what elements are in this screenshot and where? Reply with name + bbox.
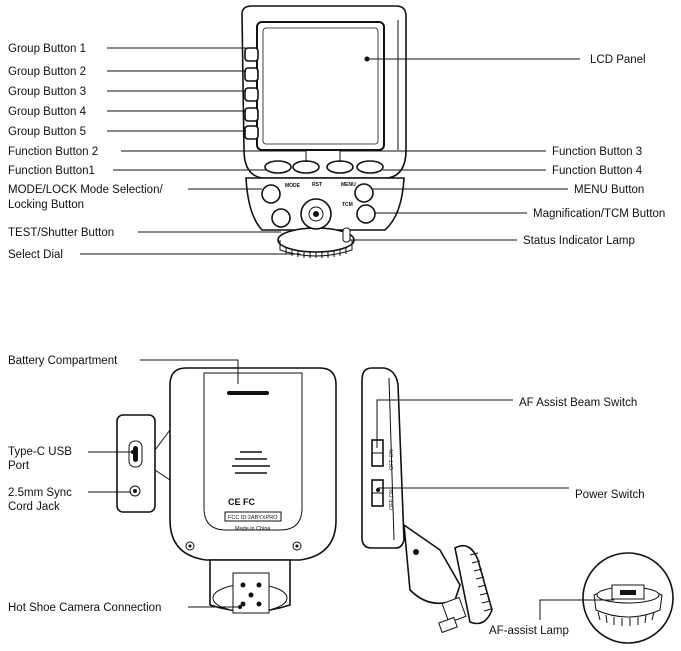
front-view: MODE RST MENU TCM <box>241 5 407 258</box>
function-button-4[interactable] <box>356 160 384 174</box>
made-in-marking: Made in China <box>235 526 271 532</box>
label-af-assist-beam-switch: AF Assist Beam Switch <box>519 397 637 409</box>
group-button-5[interactable] <box>244 125 259 140</box>
function-button-3[interactable] <box>326 160 354 174</box>
label-mode-lock-1: MODE/LOCK Mode Selection/ <box>8 184 163 196</box>
label-group-button-5: Group Button 5 <box>8 126 86 138</box>
af-switch-marking: OFF ON <box>389 449 395 470</box>
side-view: OFF ON OFF ON <box>361 367 493 634</box>
front-labels: Group Button 1 Group Button 2 Group Butt… <box>8 43 665 261</box>
port-inset <box>116 414 171 513</box>
magnification-tcm-button[interactable] <box>356 204 376 224</box>
function-button-2[interactable] <box>292 160 320 174</box>
label-function-button-4: Function Button 4 <box>552 165 643 177</box>
label-function-button-3: Function Button 3 <box>552 146 642 158</box>
group-button-4[interactable] <box>244 107 259 122</box>
label-function-button-1: Function Button1 <box>8 165 95 177</box>
label-sync-2: Cord Jack <box>8 501 60 513</box>
label-function-button-2: Function Button 2 <box>8 146 98 158</box>
power-switch-marking: OFF ON <box>389 489 395 510</box>
label-af-assist-lamp: AF-assist Lamp <box>489 625 569 637</box>
tcm-marking: TCM <box>342 202 353 208</box>
label-hot-shoe: Hot Shoe Camera Connection <box>8 602 161 614</box>
label-magnification-tcm: Magnification/TCM Button <box>533 208 665 220</box>
function-button-1[interactable] <box>264 160 292 174</box>
back-view: CE FC FCC ID:2ABYXPRO Made in China <box>169 367 337 614</box>
group-button-3[interactable] <box>244 87 259 102</box>
group-button-2[interactable] <box>244 67 259 82</box>
label-status-indicator-lamp: Status Indicator Lamp <box>523 235 635 247</box>
status-indicator-lamp <box>342 227 351 243</box>
function-buttons <box>264 160 384 174</box>
rst-marking: RST <box>312 182 322 188</box>
label-mode-lock-2: Locking Button <box>8 199 84 211</box>
label-battery-compartment: Battery Compartment <box>8 355 118 367</box>
group-button-1[interactable] <box>244 47 259 62</box>
fcc-marking: FCC ID:2ABYXPRO <box>228 515 278 521</box>
af-lamp-inset: AF-assist Lamp <box>489 552 674 644</box>
label-group-button-4: Group Button 4 <box>8 106 87 118</box>
label-lcd-panel: LCD Panel <box>590 54 646 66</box>
label-usb-2: Port <box>8 460 30 472</box>
label-group-button-3: Group Button 3 <box>8 86 86 98</box>
mode-marking: MODE <box>285 183 301 189</box>
label-usb-1: Type-C USB <box>8 446 72 458</box>
ce-fc-marking: CE FC <box>228 497 256 507</box>
label-select-dial: Select Dial <box>8 249 63 261</box>
menu-button[interactable] <box>354 183 374 203</box>
label-group-button-1: Group Button 1 <box>8 43 86 55</box>
label-menu-button: MENU Button <box>574 184 644 196</box>
menu-marking: MENU <box>341 182 356 188</box>
label-group-button-2: Group Button 2 <box>8 66 86 78</box>
lcd-screen <box>256 21 385 151</box>
test-shutter-button[interactable] <box>271 208 291 228</box>
label-test-shutter: TEST/Shutter Button <box>8 227 114 239</box>
back-labels: Battery Compartment Type-C USB Port 2.5m… <box>8 355 645 614</box>
label-power-switch: Power Switch <box>575 489 645 501</box>
mode-lock-button[interactable] <box>261 184 281 204</box>
label-sync-1: 2.5mm Sync <box>8 487 72 499</box>
group-buttons <box>244 47 259 140</box>
